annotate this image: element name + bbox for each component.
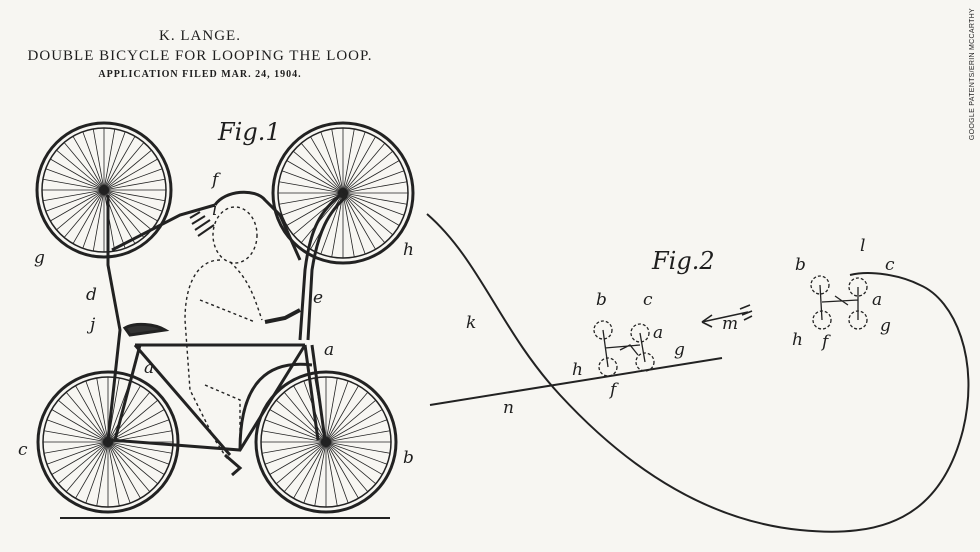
ref-letter-g-loop: g xyxy=(880,316,891,336)
ref-letter-b-fig2: b xyxy=(596,290,607,310)
ref-letter-h: h xyxy=(403,240,414,260)
ref-letter-h-loop: h xyxy=(792,330,803,350)
small-bicycle-incline xyxy=(593,320,655,377)
wheel-b xyxy=(254,370,398,514)
ref-letter-c: c xyxy=(18,440,28,460)
ref-letter-f-fig2: f xyxy=(610,380,617,400)
small-bicycle-loop xyxy=(810,275,868,330)
ref-letter-g: g xyxy=(34,248,45,268)
ref-letter-b-loop: b xyxy=(795,255,806,275)
incline-line xyxy=(429,357,723,406)
ref-letter-a-loop: a xyxy=(872,290,883,310)
ref-letter-i: i xyxy=(212,200,218,220)
fig1-label: Fig.1 xyxy=(218,118,281,146)
bicycle-frame xyxy=(106,190,348,477)
wheel-g xyxy=(35,121,173,259)
ref-letter-h-fig2: h xyxy=(572,360,583,380)
rider-outline xyxy=(184,206,263,461)
ref-letter-m: m xyxy=(722,314,739,334)
ref-letter-a-fig2: a xyxy=(653,323,664,343)
ref-letter-e: e xyxy=(313,288,324,308)
patent-header: K. LANGE. DOUBLE BICYCLE FOR LOOPING THE… xyxy=(0,28,400,80)
wheel-h xyxy=(271,121,415,265)
patent-title: DOUBLE BICYCLE FOR LOOPING THE LOOP. xyxy=(27,48,373,64)
ref-letter-c-fig2: c xyxy=(643,290,653,310)
ref-letter-b: b xyxy=(403,448,414,468)
ref-letter-k: k xyxy=(466,313,477,333)
ref-letter-f-loop: f xyxy=(822,332,829,352)
ref-letter-d: d xyxy=(86,285,97,305)
application-filed-date: APPLICATION FILED MAR. 24, 1904. xyxy=(98,69,302,80)
ref-letter-n: n xyxy=(503,398,514,418)
ref-letter-a-upper: a xyxy=(324,340,335,360)
ref-letter-j: j xyxy=(90,315,96,335)
ref-letter-c-loop: c xyxy=(885,255,895,275)
wheel-c xyxy=(36,370,180,514)
ref-letter-g-fig2: g xyxy=(674,340,685,360)
inventor-name: K. LANGE. xyxy=(159,28,241,44)
fig2-label: Fig.2 xyxy=(652,247,715,275)
ref-letter-f: f xyxy=(212,170,219,190)
ref-letter-a-lower: a xyxy=(144,358,155,378)
loop-track xyxy=(426,213,970,533)
ref-letter-l-loop: l xyxy=(860,236,866,256)
direction-arrow xyxy=(701,304,753,328)
